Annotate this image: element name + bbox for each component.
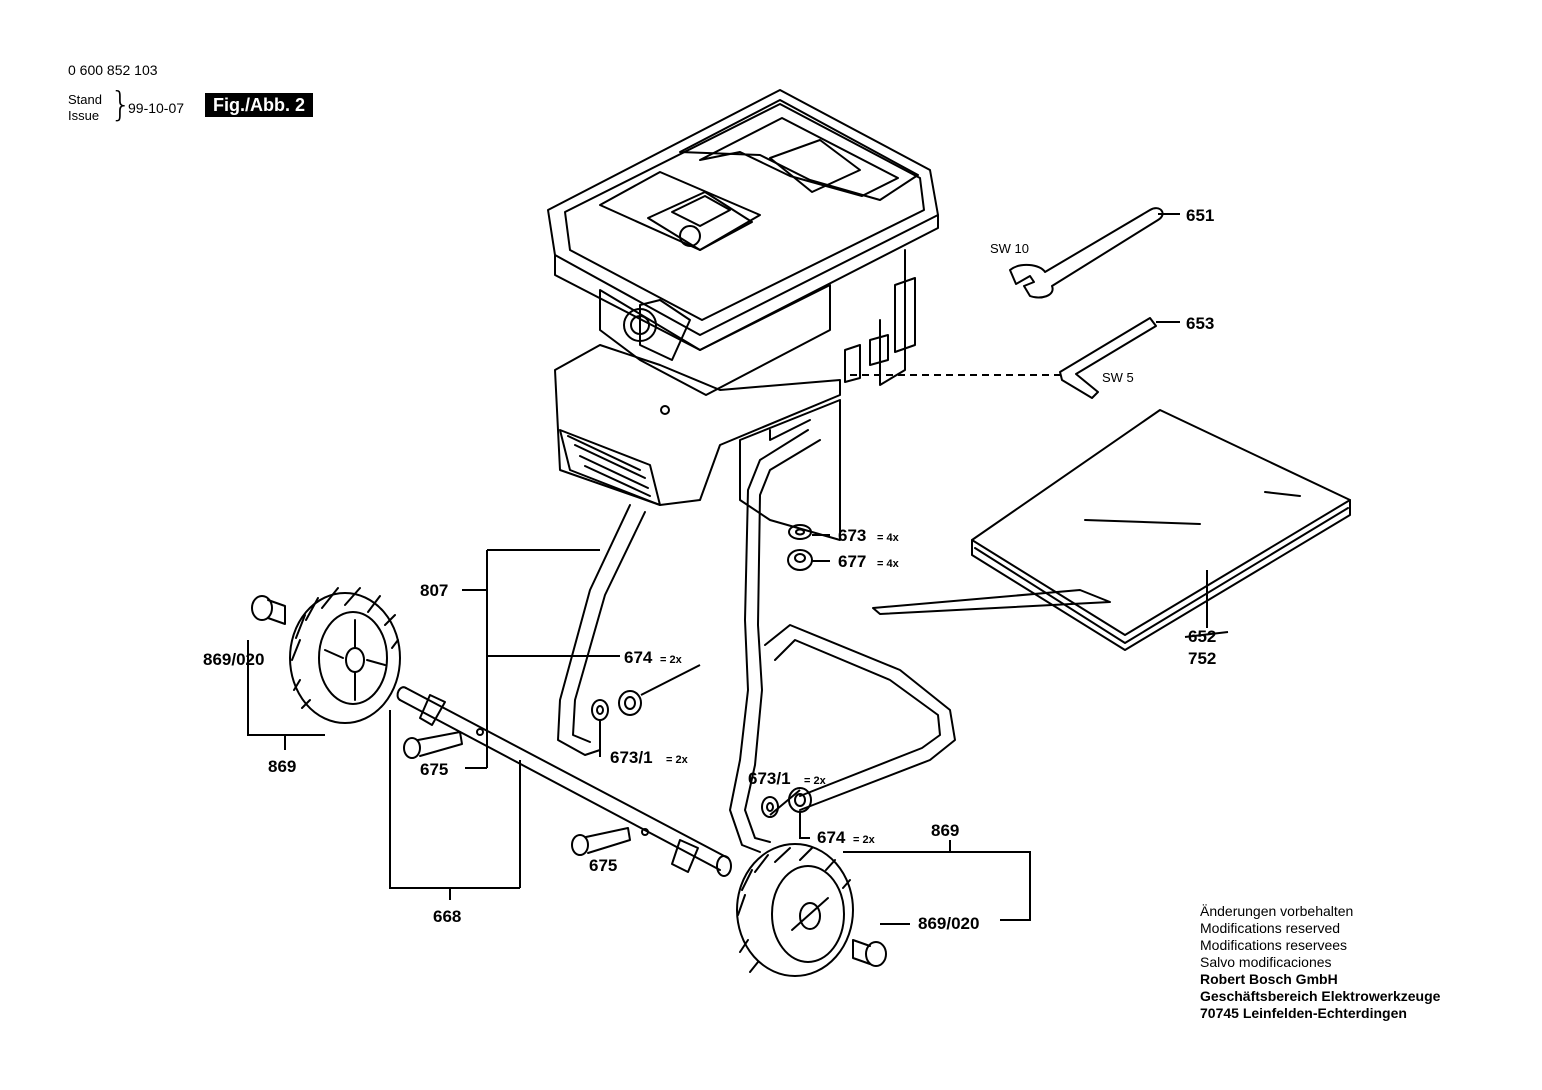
washer-673-1-right — [761, 796, 779, 818]
hex-key-653 — [1059, 317, 1157, 399]
washer-673 — [788, 524, 812, 540]
axle-668 — [396, 686, 732, 877]
part-qty-674-bottom: = 2x — [853, 834, 876, 846]
screw-869-020-left — [251, 595, 286, 625]
shredder-housing — [599, 249, 916, 396]
part-label-651: 651 — [1186, 206, 1214, 225]
part-qty-673-1-right: = 2x — [804, 775, 827, 787]
part-label-869-020-right: 869/020 — [918, 914, 979, 933]
document-number: 0 600 852 103 — [68, 62, 158, 78]
part-qty-673: = 4x — [877, 532, 900, 544]
part-label-869-020-left: 869/020 — [203, 650, 264, 669]
screw-675-bottom — [571, 827, 631, 856]
nut-677 — [787, 549, 813, 571]
part-label-752: 752 — [1188, 649, 1216, 668]
shredder-hopper — [547, 89, 939, 351]
note-spanish: Salvo modificaciones — [1200, 954, 1332, 970]
part-label-674-bottom: 674 — [817, 828, 846, 847]
note-english: Modifications reserved — [1200, 920, 1341, 936]
brace-glyph: } — [110, 85, 132, 125]
wheel-869-left — [289, 587, 401, 724]
part-label-653: 653 — [1186, 314, 1214, 333]
wrench-651 — [1009, 207, 1164, 299]
company-address: 70745 Leinfelden-Echterdingen — [1200, 1005, 1407, 1021]
part-label-674-top: 674 — [624, 648, 653, 667]
part-label-673-1-left: 673/1 — [610, 748, 653, 767]
hex-key-size-label: SW 5 — [1102, 370, 1134, 385]
nut-674-left — [618, 690, 642, 716]
nut-674-right — [788, 787, 812, 813]
part-label-673: 673 — [838, 526, 866, 545]
issue-date: 99-10-07 — [128, 100, 185, 116]
part-label-675-left: 675 — [420, 760, 448, 779]
figure-badge: Fig./Abb. 2 — [205, 93, 313, 117]
part-label-677: 677 — [838, 552, 866, 571]
part-label-675-bottom: 675 — [589, 856, 617, 875]
motor-housing — [554, 344, 841, 541]
washer-673-1-left — [591, 699, 609, 721]
part-label-668: 668 — [433, 907, 461, 926]
stand-issue-labels: Stand Issue — [68, 92, 102, 124]
part-label-807: 807 — [420, 581, 448, 600]
screw-675-left — [403, 731, 463, 759]
note-german: Änderungen vorbehalten — [1200, 903, 1354, 919]
frame-807 — [557, 429, 956, 853]
company-name: Robert Bosch GmbH — [1200, 971, 1338, 987]
part-label-673-1-right: 673/1 — [748, 769, 791, 788]
leader-lines — [247, 213, 1229, 925]
stand-label: Stand — [68, 92, 102, 107]
note-french: Modifications reservees — [1200, 937, 1348, 953]
wheel-869-right — [736, 843, 854, 977]
part-qty-677: = 4x — [877, 558, 900, 570]
part-qty-674-top: = 2x — [660, 654, 683, 666]
issue-label: Issue — [68, 108, 100, 123]
part-label-652: 652 — [1188, 627, 1216, 646]
screw-869-020-right — [852, 939, 887, 967]
wrench-size-label: SW 10 — [990, 241, 1029, 256]
part-label-869-right: 869 — [931, 821, 959, 840]
part-label-869-left: 869 — [268, 757, 296, 776]
modification-notes: Änderungen vorbehalten Modifications res… — [1200, 903, 1440, 1022]
part-qty-673-1-left: = 2x — [666, 754, 689, 766]
manual-752 — [872, 409, 1351, 651]
company-division: Geschäftsbereich Elektrowerkzeuge — [1200, 988, 1441, 1004]
